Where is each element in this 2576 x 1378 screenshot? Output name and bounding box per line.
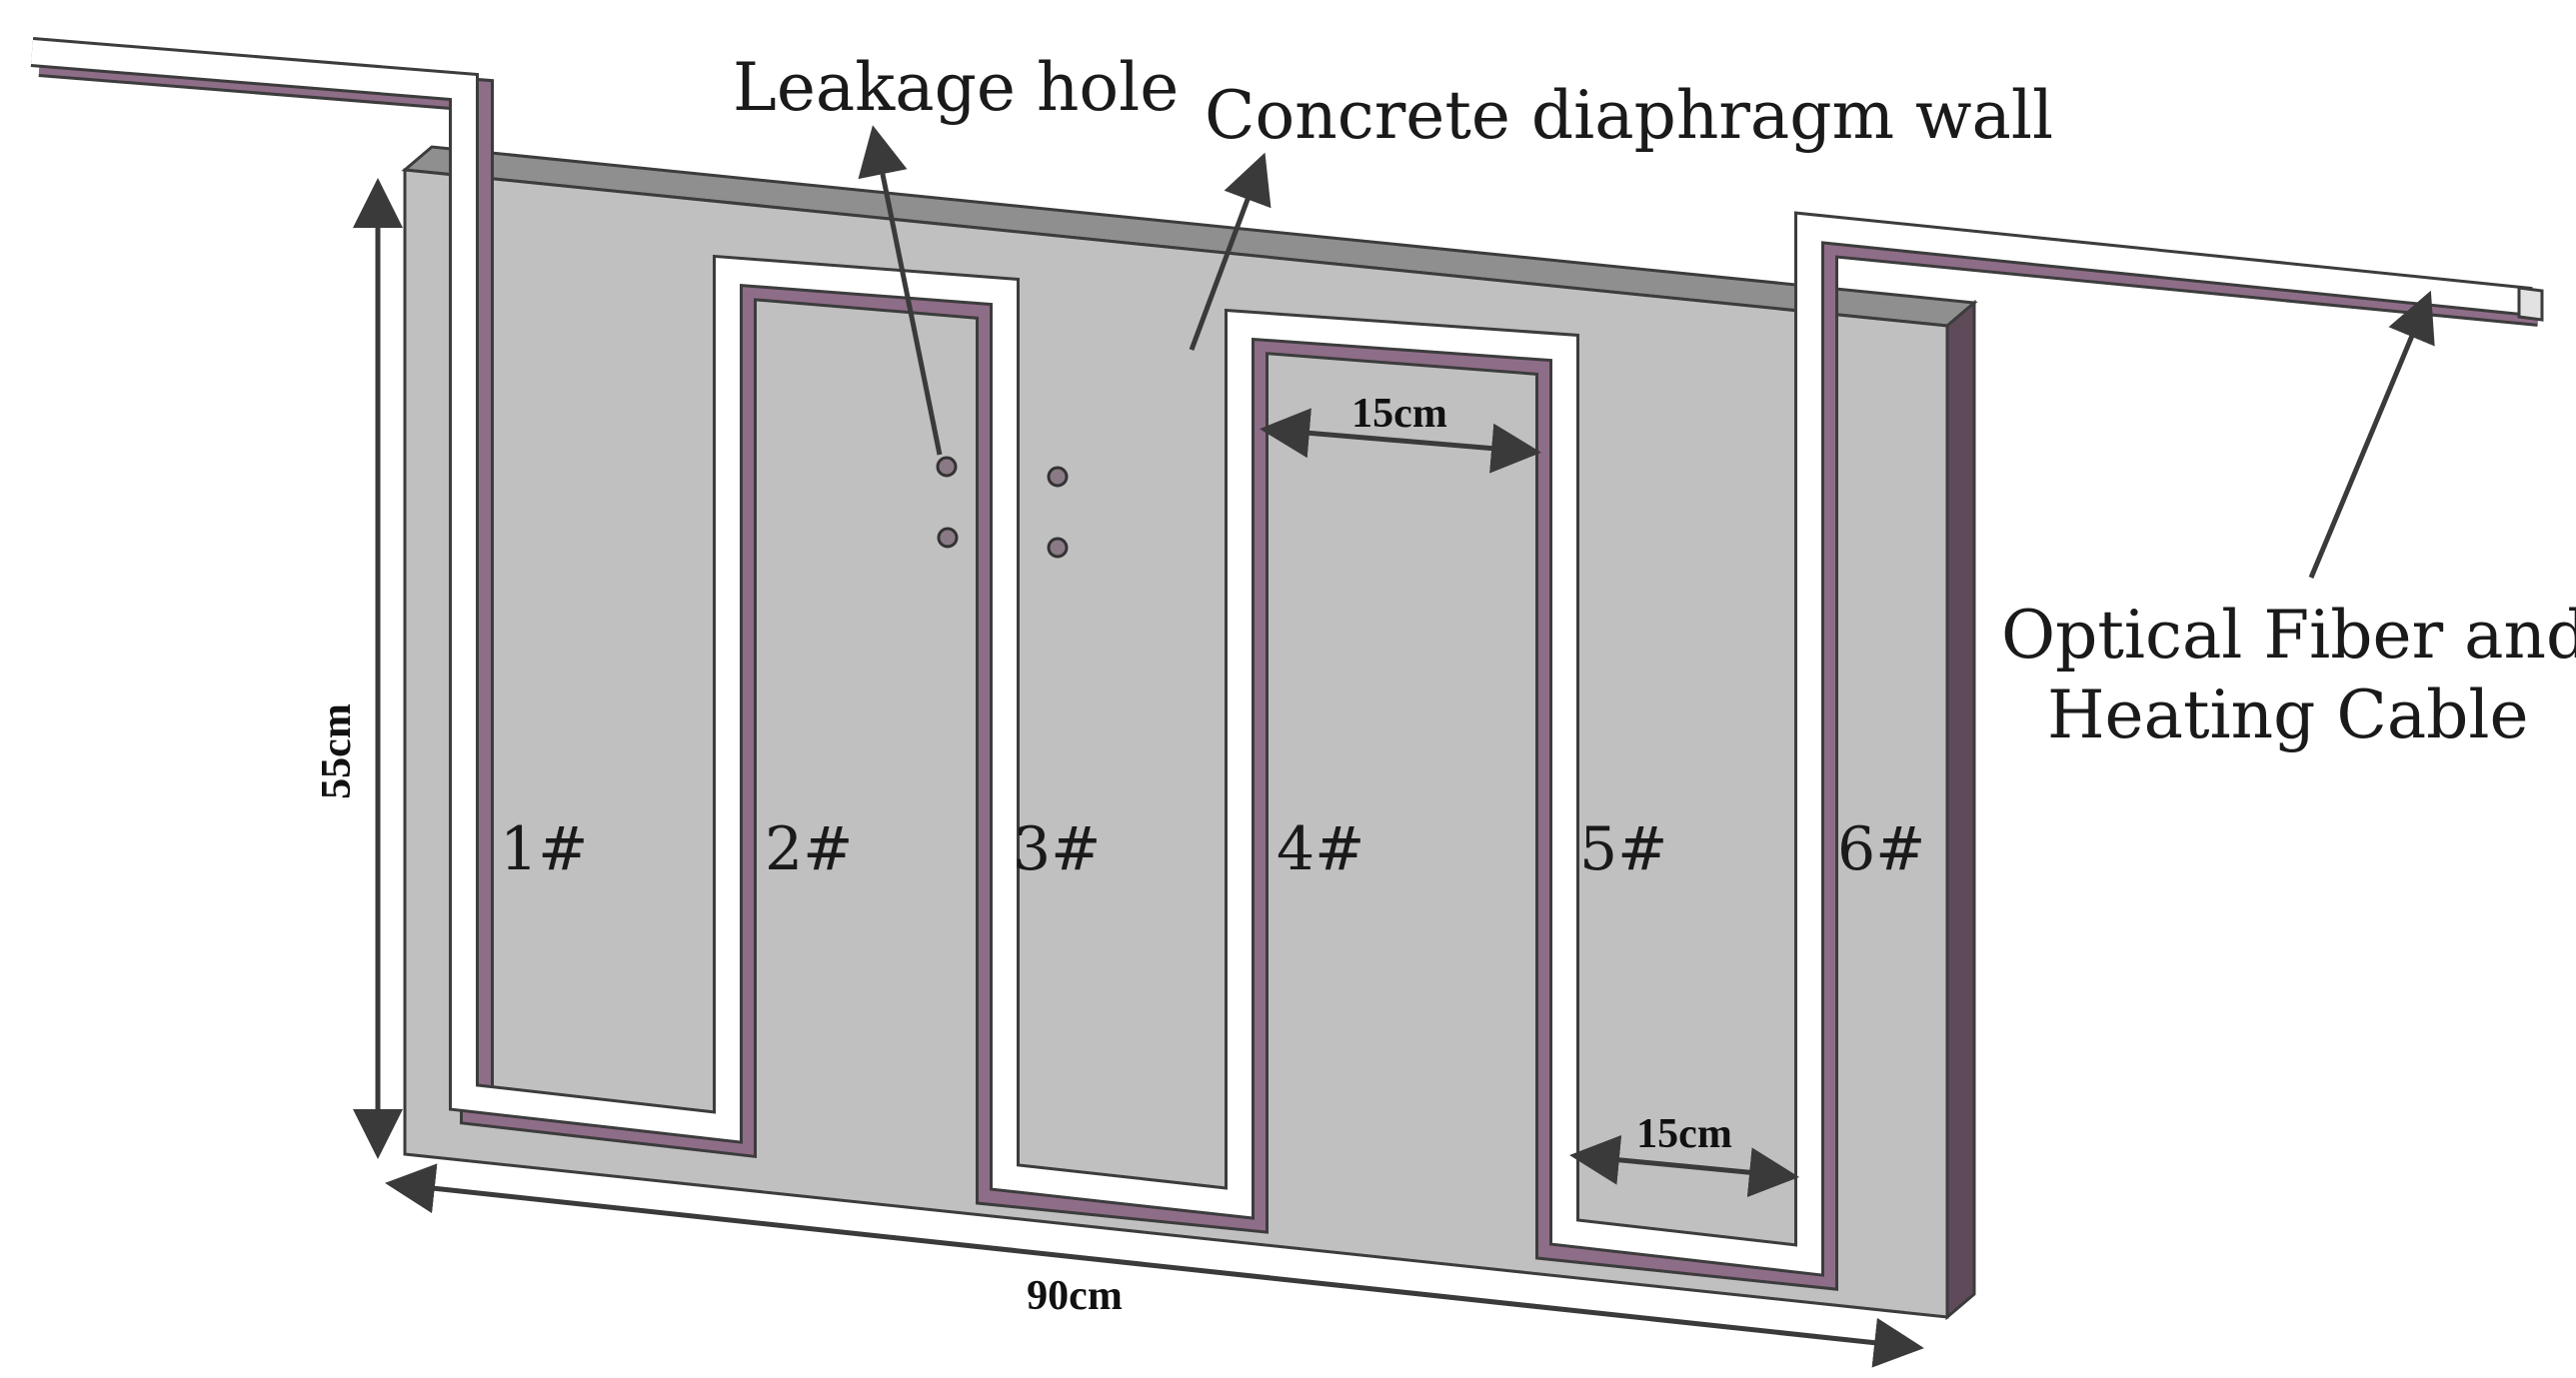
cable-label-line1: Optical Fiber and bbox=[2001, 597, 2576, 674]
leakage-hole-marker bbox=[1047, 537, 1069, 559]
cable-end-cap bbox=[2517, 286, 2544, 322]
section-label-4: 4# bbox=[1277, 814, 1364, 884]
leakage-holes bbox=[936, 456, 1069, 559]
leakage-hole-marker bbox=[1047, 466, 1069, 488]
leakage-hole-leader bbox=[858, 125, 943, 456]
section-label-3: 3# bbox=[1013, 814, 1101, 884]
width-dimension-arrow bbox=[385, 1163, 1924, 1368]
leakage-hole-marker bbox=[936, 456, 958, 478]
cable-label-line2: Heating Cable bbox=[2047, 677, 2529, 753]
top-spacing-arrow bbox=[1260, 408, 1541, 474]
bottom-spacing-arrow bbox=[1569, 1134, 1799, 1198]
wall-label: Concrete diaphragm wall bbox=[1205, 77, 2053, 154]
section-label-1: 1# bbox=[500, 814, 588, 884]
height-dimension-label: 55cm bbox=[314, 703, 360, 799]
wall-leader bbox=[1189, 152, 1272, 351]
top-spacing-label: 15cm bbox=[1351, 391, 1447, 437]
cable-leader bbox=[2308, 290, 2435, 579]
leader-lines bbox=[858, 125, 2435, 579]
section-label-5: 5# bbox=[1579, 814, 1667, 884]
wall-side-face bbox=[1945, 299, 1976, 1321]
section-label-6: 6# bbox=[1837, 814, 1925, 884]
width-dimension-label: 90cm bbox=[1027, 1273, 1123, 1319]
section-label-2: 2# bbox=[765, 814, 853, 884]
dimension-lines bbox=[353, 178, 1924, 1368]
bottom-spacing-label: 15cm bbox=[1636, 1111, 1732, 1157]
leakage-hole-marker bbox=[937, 527, 959, 549]
leakage-hole-label: Leakage hole bbox=[733, 49, 1179, 126]
